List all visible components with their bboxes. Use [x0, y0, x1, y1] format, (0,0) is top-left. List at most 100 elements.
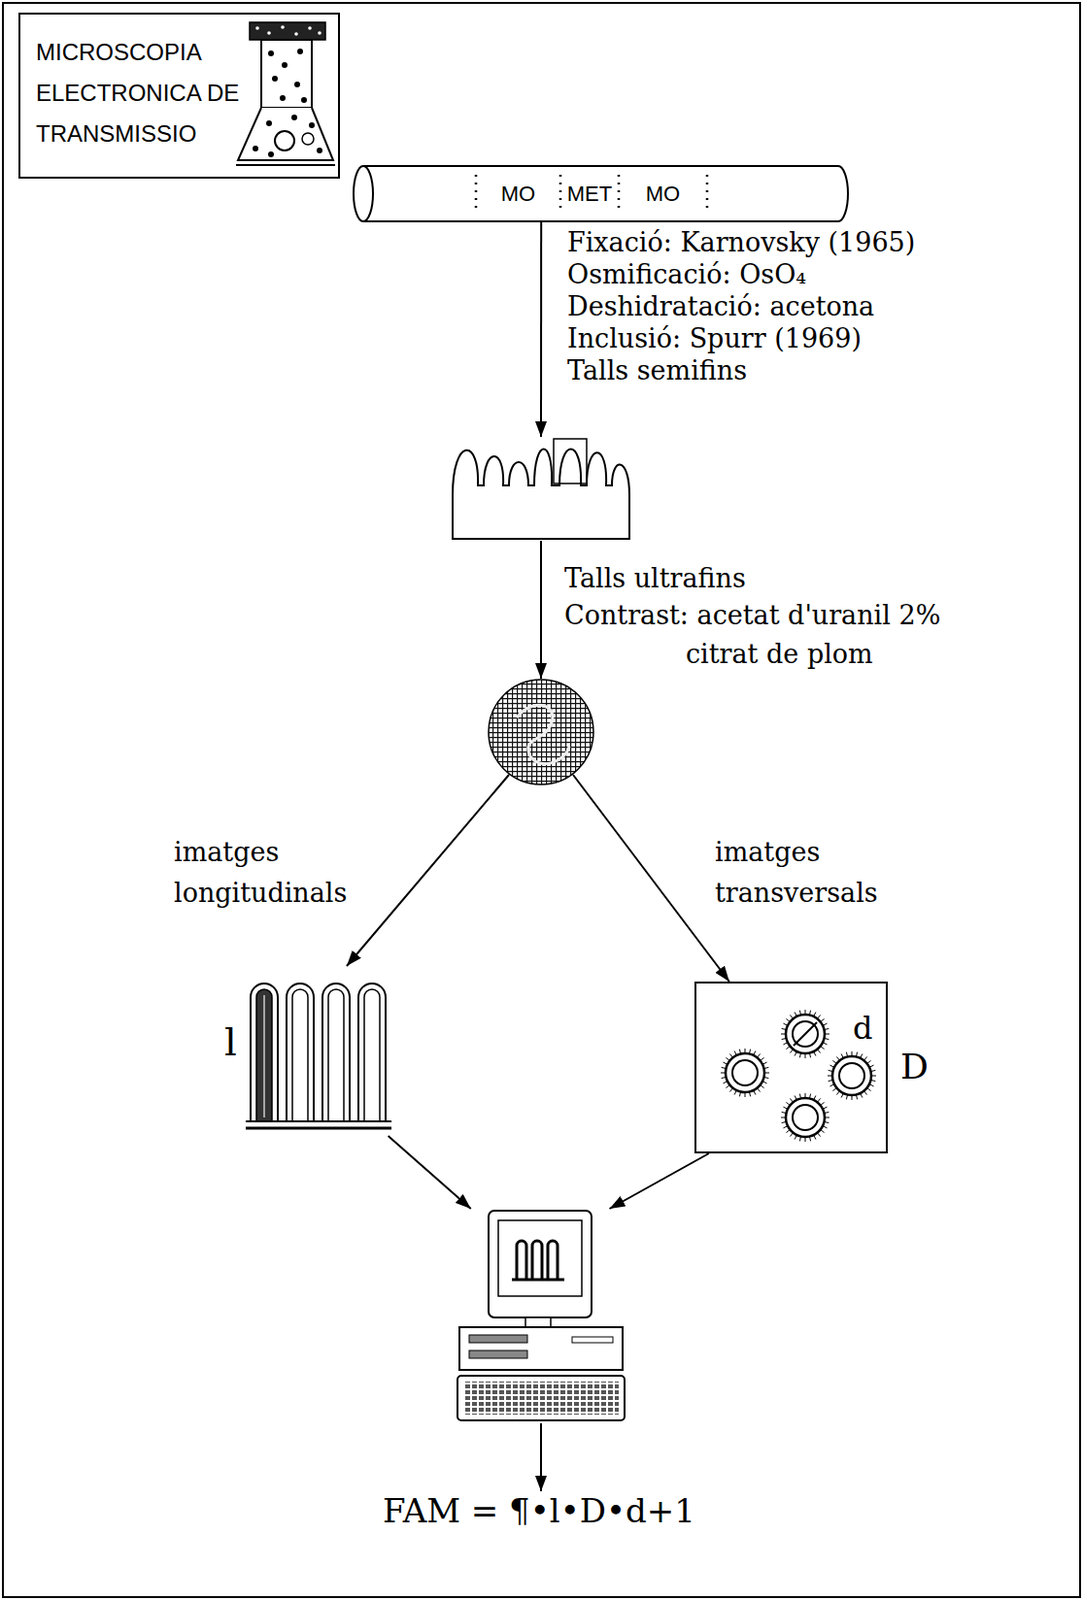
villus-core: [792, 1021, 818, 1048]
section-divider: [559, 174, 563, 214]
flow-arrow: [388, 1136, 472, 1210]
transversal-image-picture: [696, 983, 890, 1156]
villus-core: [732, 1060, 758, 1086]
transversal-image: dD: [694, 981, 888, 1154]
screen-villus: [516, 1241, 527, 1280]
method-step: Osmificació: OsO₄: [567, 259, 807, 291]
villus-core: [292, 989, 308, 1122]
method-step: Fixació: Karnovsky (1965): [567, 227, 915, 259]
drive-slot: [469, 1351, 528, 1359]
icon-tube: [261, 39, 312, 108]
drive-slot: [469, 1335, 528, 1344]
icon-dot: [266, 120, 272, 127]
icon-dot: [294, 32, 299, 36]
villus-section: [785, 1015, 825, 1054]
tube-end: [353, 166, 373, 222]
villus-core: [328, 989, 344, 1122]
villus-axis: [263, 995, 266, 1118]
density-symbol: D: [900, 1048, 929, 1087]
flow-arrow: [609, 1153, 710, 1210]
flow-arrow: [346, 775, 509, 967]
diameter-symbol: d: [852, 1011, 873, 1047]
icon-dot: [307, 26, 312, 31]
icon-dot: [271, 75, 278, 82]
diameter-line: [793, 1022, 817, 1047]
screen-villus: [547, 1241, 558, 1280]
formula-text: FAM = ¶•l•D•d+1: [382, 1491, 696, 1531]
icon-dot: [308, 122, 315, 129]
base-line: [245, 1120, 392, 1123]
drive-slot: [572, 1337, 613, 1344]
villus-outline: [286, 983, 314, 1122]
method-step: Deshidratació: acetona: [567, 291, 875, 323]
length-symbol: l: [224, 1018, 237, 1066]
section-divider: [474, 174, 478, 214]
villus-outline: [358, 983, 386, 1122]
section-divider: [706, 174, 710, 214]
icon-dot: [297, 48, 304, 55]
icon-base: [236, 164, 336, 167]
method-step: Talls semifins: [567, 355, 747, 387]
icon-bubble: [274, 131, 295, 151]
icon-cap: [249, 22, 326, 40]
monitor-stand: [525, 1318, 551, 1328]
specimen-grid: [487, 678, 595, 786]
longitudinal-image-picture: [218, 966, 394, 1137]
keyboard: [457, 1376, 625, 1422]
formula: FAM = ¶•l•D•d+1: [382, 1491, 700, 1531]
villus-section: [832, 1056, 872, 1096]
icon-dot: [294, 81, 301, 88]
villus-section: [725, 1053, 765, 1093]
section-outline: [516, 705, 570, 764]
villus-outline: [250, 983, 278, 1122]
villus-core: [256, 989, 272, 1122]
section-divider: [617, 174, 621, 214]
method-step: citrat de plom: [685, 639, 874, 671]
icon-dot: [280, 25, 285, 30]
title-box: MICROSCOPIA ELECTRONICA DE TRANSMISSIO: [18, 12, 340, 179]
tissue-block: [450, 437, 632, 542]
icon-dot: [267, 31, 271, 35]
villus-outline: [322, 983, 350, 1122]
computer: [457, 1209, 625, 1424]
method-step: Contrast: acetat d'uranil 2%: [564, 600, 941, 632]
image-type: imatges transversals: [714, 832, 879, 914]
intestine-tube: MOMETMO: [352, 165, 849, 223]
icon-dot: [317, 31, 322, 35]
screen-base: [511, 1279, 565, 1283]
villus-section: [785, 1098, 825, 1138]
screen: [498, 1220, 582, 1297]
icon-dot: [316, 147, 323, 154]
selection-frame: [553, 439, 587, 484]
tube-body: [363, 166, 848, 222]
segment-label: MO: [618, 165, 708, 223]
flow-arrow: [573, 775, 730, 982]
monitor: [488, 1211, 592, 1319]
specimen-grid-picture: [487, 678, 595, 786]
base-line: [245, 1127, 392, 1131]
system-unit: [459, 1327, 623, 1371]
image-type: imatges longitudinals: [173, 832, 347, 914]
segment-label: MO: [475, 165, 561, 223]
icon-dot: [279, 95, 286, 102]
title-text: MICROSCOPIA ELECTRONICA DE TRANSMISSIO: [35, 32, 262, 155]
icon-dot: [291, 114, 298, 121]
tissue-block: [452, 449, 630, 541]
flow-arrow: [540, 541, 542, 679]
icon-bubble: [302, 133, 314, 145]
longitudinal-image: l: [218, 966, 394, 1137]
segment-label: MET: [560, 165, 619, 223]
icon-dot: [255, 26, 260, 31]
computer-picture: [457, 1209, 625, 1424]
screen-villus: [532, 1241, 542, 1280]
villus-core: [364, 989, 380, 1122]
method-step: Talls ultrafins: [564, 563, 746, 595]
villus-core: [839, 1063, 865, 1089]
flow-arrow: [540, 222, 542, 438]
icon-flask: [237, 107, 334, 161]
icon-dot: [301, 97, 307, 103]
icon-dot: [281, 62, 288, 68]
keys: [463, 1382, 619, 1416]
